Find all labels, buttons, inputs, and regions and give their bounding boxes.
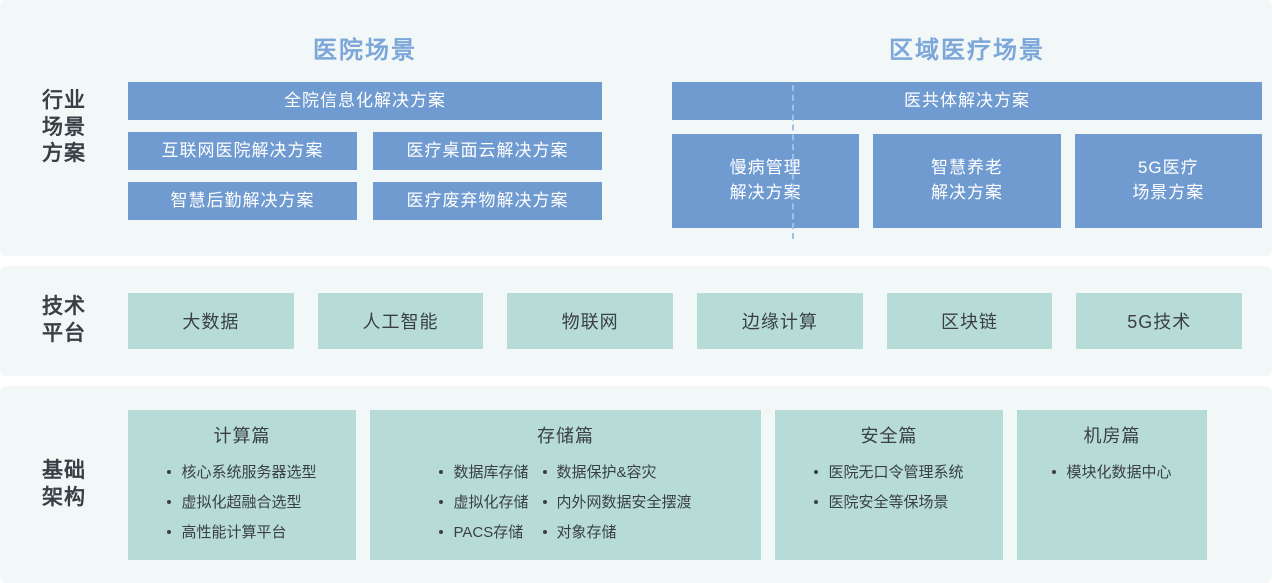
vertical-dashed-divider xyxy=(792,85,794,239)
list-item: PACS存储 xyxy=(439,518,528,548)
group-regional-healthcare-scenario: 区域医疗场景 医共体解决方案 慢病管理 解决方案 智慧养老 解决方案 5G医疗 … xyxy=(624,0,1262,256)
hospital-solution-row-1: 互联网医院解决方案 医疗桌面云解决方案 xyxy=(128,132,602,170)
infra-card-lists-security: 医院无口令管理系统 医院安全等保场景 xyxy=(785,458,993,519)
tech-box-internet-of-things[interactable]: 物联网 xyxy=(507,293,674,349)
industry-scenarios-body: 医院场景 全院信息化解决方案 互联网医院解决方案 医疗桌面云解决方案 智慧后勤解… xyxy=(128,0,1272,256)
group-hospital-scenario: 医院场景 全院信息化解决方案 互联网医院解决方案 医疗桌面云解决方案 智慧后勤解… xyxy=(128,0,624,256)
section-infrastructure: 基础 架构 计算篇 核心系统服务器选型 虚拟化超融合选型 高性能计算平台 xyxy=(0,386,1272,583)
bullet-list: 医院无口令管理系统 医院安全等保场景 xyxy=(814,458,964,519)
infra-card-lists-storage: 数据库存储 虚拟化存储 PACS存储 数据保护&容灾 内外网数据安全摆渡 对象存… xyxy=(380,458,751,549)
solution-box-medical-desktop-cloud[interactable]: 医疗桌面云解决方案 xyxy=(373,132,602,170)
list-item: 数据库存储 xyxy=(439,458,529,488)
bullet-list: 数据保护&容灾 内外网数据安全摆渡 对象存储 xyxy=(542,458,692,549)
regional-solution-row: 慢病管理 解决方案 智慧养老 解决方案 5G医疗 场景方案 xyxy=(672,134,1262,228)
infra-card-lists-data-center-room: 模块化数据中心 xyxy=(1027,458,1197,488)
tech-box-edge-computing[interactable]: 边缘计算 xyxy=(697,293,863,349)
list-item: 虚拟化存储 xyxy=(439,488,529,518)
row-label-infrastructure: 基础 架构 xyxy=(42,458,86,509)
bullet-list: 数据库存储 虚拟化存储 PACS存储 xyxy=(439,458,529,549)
infra-card-compute[interactable]: 计算篇 核心系统服务器选型 虚拟化超融合选型 高性能计算平台 xyxy=(128,409,356,560)
infra-card-data-center-room[interactable]: 机房篇 模块化数据中心 xyxy=(1017,409,1207,560)
tech-box-artificial-intelligence[interactable]: 人工智能 xyxy=(317,293,484,349)
list-item: 模块化数据中心 xyxy=(1052,458,1172,488)
bullet-list: 模块化数据中心 xyxy=(1052,458,1172,488)
group-title-hospital: 医院场景 xyxy=(313,37,417,64)
list-item: 内外网数据安全摆渡 xyxy=(542,488,692,518)
infrastructure-body: 计算篇 核心系统服务器选型 虚拟化超融合选型 高性能计算平台 存储篇 xyxy=(128,409,1272,560)
solution-box-chronic-disease[interactable]: 慢病管理 解决方案 xyxy=(672,134,860,228)
solution-box-hospital-headline[interactable]: 全院信息化解决方案 xyxy=(128,82,602,120)
list-item: 对象存储 xyxy=(542,518,692,548)
solution-box-internet-hospital[interactable]: 互联网医院解决方案 xyxy=(128,132,357,170)
infra-card-lists-compute: 核心系统服务器选型 虚拟化超融合选型 高性能计算平台 xyxy=(138,458,346,549)
group-title-regional-healthcare: 区域医疗场景 xyxy=(889,37,1045,64)
tech-box-big-data[interactable]: 大数据 xyxy=(128,293,294,349)
solution-box-regional-headline[interactable]: 医共体解决方案 xyxy=(672,82,1262,120)
section-technology-platform: 技术 平台 大数据 人工智能 物联网 边缘计算 区块链 5G技术 xyxy=(0,266,1272,376)
list-item: 高性能计算平台 xyxy=(167,518,316,548)
list-item: 核心系统服务器选型 xyxy=(167,458,317,488)
solution-box-medical-waste[interactable]: 医疗废弃物解决方案 xyxy=(373,182,602,220)
row-label-industry-scenarios: 行业 场景 方案 xyxy=(42,88,86,166)
list-item: 虚拟化超融合选型 xyxy=(167,488,316,518)
list-item: 医院无口令管理系统 xyxy=(814,458,964,488)
infra-card-storage[interactable]: 存储篇 数据库存储 虚拟化存储 PACS存储 数据保护&容灾 内外网数据安全摆渡… xyxy=(370,409,761,560)
solution-box-smart-logistics[interactable]: 智慧后勤解决方案 xyxy=(128,182,357,220)
infra-card-title-security: 安全篇 xyxy=(860,425,918,446)
tech-box-5g-technology[interactable]: 5G技术 xyxy=(1076,293,1243,349)
row-label-technology-platform: 技术 平台 xyxy=(42,295,86,345)
infra-card-title-storage: 存储篇 xyxy=(537,425,594,446)
list-item: 医院安全等保场景 xyxy=(814,488,963,518)
solution-box-smart-elderly-care[interactable]: 智慧养老 解决方案 xyxy=(873,134,1061,228)
section-industry-scenarios: 行业 场景 方案 医院场景 全院信息化解决方案 互联网医院解决方案 医疗桌面云解… xyxy=(0,0,1272,256)
tech-box-blockchain[interactable]: 区块链 xyxy=(886,293,1053,349)
list-item: 数据保护&容灾 xyxy=(542,458,692,488)
bullet-list: 核心系统服务器选型 虚拟化超融合选型 高性能计算平台 xyxy=(167,458,317,549)
infra-card-title-data-center-room: 机房篇 xyxy=(1083,425,1141,446)
infra-card-title-compute: 计算篇 xyxy=(213,425,271,446)
solution-box-5g-medical[interactable]: 5G医疗 场景方案 xyxy=(1074,134,1262,228)
technology-platform-body: 大数据 人工智能 物联网 边缘计算 区块链 5G技术 xyxy=(128,293,1272,349)
infra-card-security[interactable]: 安全篇 医院无口令管理系统 医院安全等保场景 xyxy=(775,409,1003,560)
hospital-solution-row-2: 智慧后勤解决方案 医疗废弃物解决方案 xyxy=(128,182,602,220)
